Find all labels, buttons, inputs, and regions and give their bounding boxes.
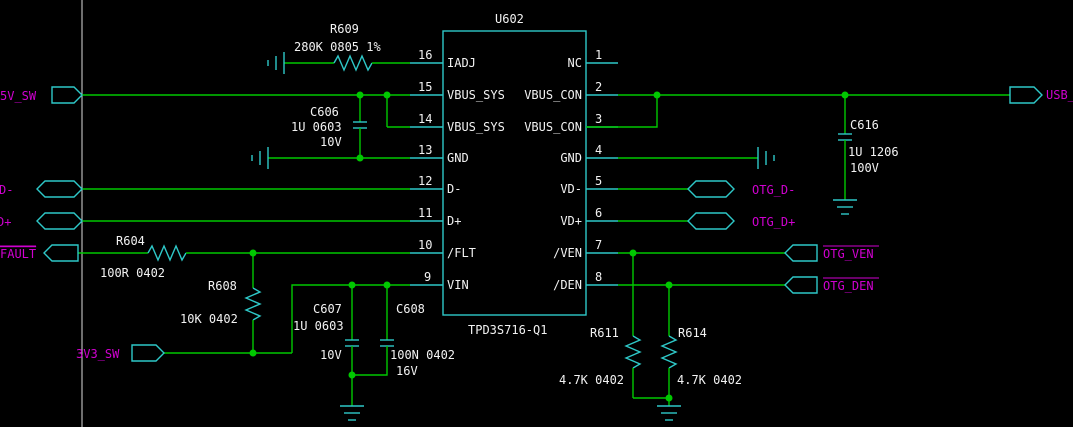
svg-text:OTG_DEN: OTG_DEN bbox=[823, 279, 874, 293]
svg-text:5V_SW: 5V_SW bbox=[0, 89, 37, 103]
r614-resistor: R614 4.7K 0402 bbox=[660, 285, 742, 406]
ic-body bbox=[442, 30, 587, 316]
c606-value: 1U 0603 bbox=[291, 120, 342, 134]
c606-voltage: 10V bbox=[320, 135, 342, 149]
pin-num-9: 9 bbox=[424, 270, 431, 284]
pin-name-flt: /FLT bbox=[447, 246, 476, 260]
pin-num-10: 10 bbox=[418, 238, 432, 252]
svg-text:OTG_D-: OTG_D- bbox=[752, 183, 795, 197]
pin-num-8: 8 bbox=[595, 270, 602, 284]
pin-name-iadj: IADJ bbox=[447, 56, 476, 70]
pin-name-gnd-13: GND bbox=[447, 151, 469, 165]
r611-value: 4.7K 0402 bbox=[559, 373, 624, 387]
pin-name-nc: NC bbox=[568, 56, 582, 70]
r608-value: 10K 0402 bbox=[180, 312, 238, 326]
c608-voltage: 16V bbox=[396, 364, 418, 378]
c607-voltage: 10V bbox=[320, 348, 342, 362]
pin-num-12: 12 bbox=[418, 174, 432, 188]
c608-value: 100N 0402 bbox=[390, 348, 455, 362]
net-label-fault: FAULT bbox=[0, 244, 79, 262]
c607-capacitor: C607 1U 0603 10V bbox=[293, 285, 359, 406]
c608-ref: C608 bbox=[396, 302, 425, 316]
net-label-otg-d-plus: OTG_D+ bbox=[687, 212, 795, 230]
pin-num-1: 1 bbox=[595, 48, 602, 62]
pin-num-3: 3 bbox=[595, 112, 602, 126]
pin-num-5: 5 bbox=[595, 174, 602, 188]
r604-ref: R604 bbox=[116, 234, 145, 248]
r604-value: 100R 0402 bbox=[100, 266, 165, 280]
pin-name-vbus-con-3: VBUS_CON bbox=[524, 120, 582, 134]
ic-ref: U602 bbox=[495, 12, 524, 26]
r608-ref: R608 bbox=[208, 279, 237, 293]
ground-symbol-gnd13 bbox=[251, 147, 269, 169]
ground-symbol-c607 bbox=[340, 405, 364, 421]
pin-num-15: 15 bbox=[418, 80, 432, 94]
ground-symbol-r609 bbox=[267, 52, 285, 74]
c606-capacitor: C606 1U 0603 10V bbox=[291, 95, 367, 158]
ground-symbol-c616 bbox=[833, 199, 857, 215]
r614-value: 4.7K 0402 bbox=[677, 373, 742, 387]
c616-capacitor: C616 1U 1206 100V bbox=[838, 95, 899, 200]
pin-name-vin: VIN bbox=[447, 278, 469, 292]
net-label-otg-den: OTG_DEN bbox=[784, 276, 879, 294]
c616-voltage: 100V bbox=[850, 161, 879, 175]
pin-name-vd-minus: VD- bbox=[560, 182, 582, 196]
pin-name-vd-plus: VD+ bbox=[560, 214, 582, 228]
c607-ref: C607 bbox=[313, 302, 342, 316]
pin-num-11: 11 bbox=[418, 206, 432, 220]
net-label-3v3-sw: 3V3_SW bbox=[76, 344, 165, 362]
svg-text:D-: D- bbox=[0, 183, 13, 197]
c607-value: 1U 0603 bbox=[293, 319, 344, 333]
r611-ref: R611 bbox=[590, 326, 619, 340]
net-label-otg-ven: OTG_VEN bbox=[784, 244, 879, 262]
svg-text:OTG_D+: OTG_D+ bbox=[752, 215, 795, 229]
r609-value: 280K 0805 1% bbox=[294, 40, 381, 54]
net-label-5v-sw: 5V_SW bbox=[0, 86, 83, 104]
c606-ref: C606 bbox=[310, 105, 339, 119]
pin-name-vbus-con-2: VBUS_CON bbox=[524, 88, 582, 102]
r609-resistor: R609 280K 0805 1% bbox=[284, 22, 410, 72]
r611-resistor: R611 4.7K 0402 bbox=[559, 253, 642, 398]
pin-name-ven: /VEN bbox=[553, 246, 582, 260]
r604-resistor: R604 100R 0402 bbox=[100, 234, 187, 280]
pin-num-4: 4 bbox=[595, 143, 602, 157]
pin-num-7: 7 bbox=[595, 238, 602, 252]
pin-name-vbus-sys-14: VBUS_SYS bbox=[447, 120, 505, 134]
svg-text:OTG_VEN: OTG_VEN bbox=[823, 247, 874, 261]
net-label-d-plus: D+ bbox=[0, 212, 83, 230]
c616-value: 1U 1206 bbox=[848, 145, 899, 159]
svg-text:3V3_SW: 3V3_SW bbox=[76, 347, 120, 361]
pin-name-vbus-sys-15: VBUS_SYS bbox=[447, 88, 505, 102]
pin-num-14: 14 bbox=[418, 112, 432, 126]
pin-num-2: 2 bbox=[595, 80, 602, 94]
pin-name-gnd-4: GND bbox=[560, 151, 582, 165]
pin-num-6: 6 bbox=[595, 206, 602, 220]
r609-ref: R609 bbox=[330, 22, 359, 36]
ic-part: TPD3S716-Q1 bbox=[468, 323, 547, 337]
net-label-usb: USB_ bbox=[1009, 86, 1073, 104]
c616-ref: C616 bbox=[850, 118, 879, 132]
ground-symbol-gnd4 bbox=[757, 147, 775, 169]
r608-resistor: R608 10K 0402 bbox=[180, 253, 262, 353]
pin-name-d-plus: D+ bbox=[447, 214, 461, 228]
pin-num-13: 13 bbox=[418, 143, 432, 157]
c608-capacitor: C608 100N 0402 16V bbox=[352, 285, 455, 378]
net-label-otg-d-minus: OTG_D- bbox=[687, 180, 795, 198]
pin-name-d-minus: D- bbox=[447, 182, 461, 196]
ground-symbol-r614 bbox=[657, 405, 681, 421]
svg-text:USB_: USB_ bbox=[1046, 88, 1073, 102]
r614-ref: R614 bbox=[678, 326, 707, 340]
svg-text:D+: D+ bbox=[0, 215, 11, 229]
pin-name-den: /DEN bbox=[553, 278, 582, 292]
net-label-d-minus: D- bbox=[0, 180, 83, 198]
ic-u602: U602 TPD3S716-Q1 16 15 14 13 12 11 10 9 … bbox=[410, 12, 618, 337]
svg-text:FAULT: FAULT bbox=[0, 247, 36, 261]
pin-num-16: 16 bbox=[418, 48, 432, 62]
